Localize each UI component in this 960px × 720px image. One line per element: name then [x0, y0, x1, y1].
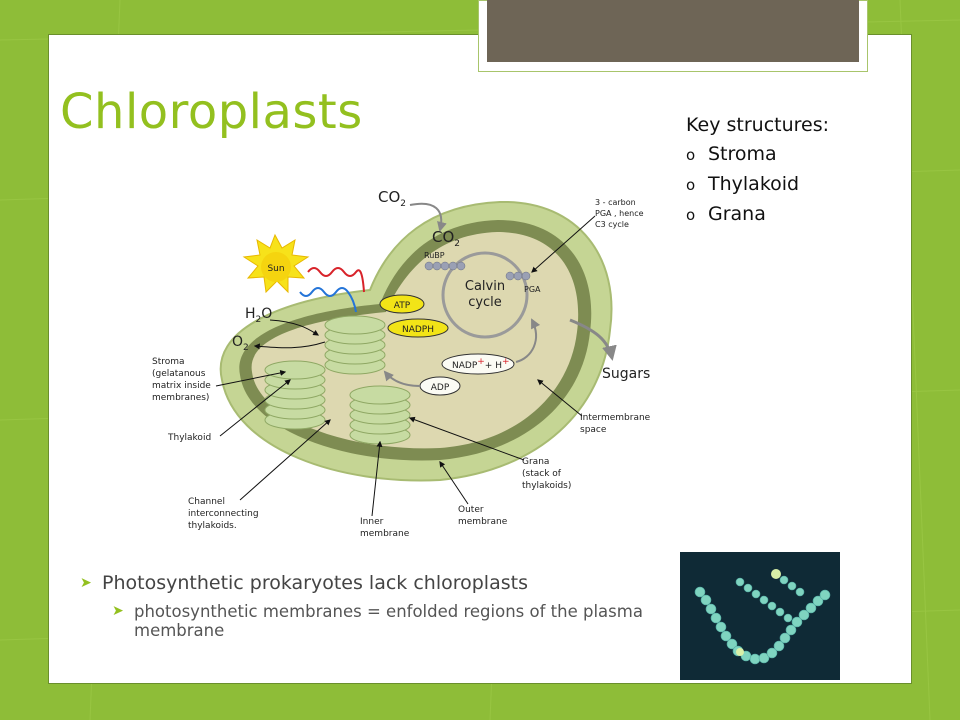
- nadph-badge: [387, 318, 449, 338]
- svg-text:interconnecting: interconnecting: [188, 509, 259, 519]
- svg-text:Stroma: Stroma: [152, 357, 185, 367]
- slide-tab-block: [487, 0, 859, 62]
- bullet-arrow-icon: ➤: [80, 575, 92, 591]
- sub-bullet-item: ➤ photosynthetic membranes = enfolded re…: [112, 602, 643, 640]
- thylakoid-label: Thylakoid: [167, 433, 211, 443]
- bullet-item: ➤ Photosynthetic prokaryotes lack chloro…: [80, 572, 528, 594]
- intermembrane-label: Intermembrane space: [580, 413, 651, 435]
- atp-badge: [379, 294, 425, 314]
- list-bullet: o: [686, 206, 696, 224]
- svg-text:Sun: Sun: [267, 264, 284, 274]
- svg-text:RuBP: RuBP: [424, 251, 445, 260]
- svg-text:thylakoids.: thylakoids.: [188, 521, 237, 531]
- blue-light-wave: [299, 287, 357, 313]
- svg-text:H2O: H2O: [245, 306, 272, 325]
- svg-text:cycle: cycle: [468, 295, 502, 310]
- bullet-list: ➤ Photosynthetic prokaryotes lack chloro…: [80, 570, 654, 640]
- svg-text:NADP++ H+: NADP++ H+: [452, 357, 510, 371]
- sun-icon: Sun: [242, 233, 310, 294]
- red-light-wave: [307, 267, 365, 293]
- pga-carbon-chain: [505, 271, 531, 281]
- svg-text:CO2: CO2: [432, 228, 460, 249]
- granum-stack: [324, 315, 386, 375]
- svg-text:PGA: PGA: [524, 285, 541, 294]
- svg-text:Sugars: Sugars: [602, 366, 650, 382]
- granum-stack: [349, 385, 411, 445]
- svg-text:Intermembrane: Intermembrane: [580, 413, 651, 423]
- list-bullet: o: [686, 146, 696, 164]
- svg-text:(gelatanous: (gelatanous: [152, 369, 206, 379]
- bullet-arrow-icon: ➤: [112, 603, 124, 619]
- c3-cycle-note: 3 - carbon PGA , hence C3 cycle: [595, 198, 644, 229]
- calvin-cycle-ring: [441, 251, 529, 339]
- svg-text:matrix inside: matrix inside: [152, 381, 211, 391]
- svg-text:membranes): membranes): [152, 393, 209, 403]
- outer-membrane-label: Outer membrane: [458, 505, 508, 527]
- granum-stack: [264, 360, 326, 430]
- svg-text:CO2: CO2: [378, 188, 406, 209]
- svg-text:membrane: membrane: [458, 517, 508, 527]
- svg-text:PGA , hence: PGA , hence: [595, 209, 644, 218]
- stroma-label: Stroma (gelatanous matrix inside membran…: [152, 357, 211, 403]
- grana-stacks: [264, 315, 411, 445]
- channel-label: Channel interconnecting thylakoids.: [188, 497, 259, 531]
- svg-text:Channel: Channel: [188, 497, 225, 507]
- svg-text:(stack of: (stack of: [522, 469, 562, 479]
- key-structures-heading: Key structures:: [686, 114, 830, 136]
- chloroplast-diagram: Sun H2O O2 CO2 CO2 Calvin cycle RuBP PGA…: [152, 188, 651, 539]
- nadp-badge: [441, 353, 515, 375]
- cyanobacteria-photo: [680, 552, 840, 680]
- svg-text:space: space: [580, 425, 607, 435]
- svg-text:thylakoids): thylakoids): [522, 481, 571, 491]
- inner-membrane-label: Inner membrane: [360, 517, 410, 539]
- svg-text:membrane: membrane: [360, 529, 410, 539]
- svg-text:C3 cycle: C3 cycle: [595, 220, 629, 229]
- svg-text:ATP: ATP: [394, 301, 411, 311]
- grana-label: Grana (stack of thylakoids): [522, 457, 571, 491]
- svg-text:Calvin: Calvin: [465, 279, 505, 294]
- svg-text:NADPH: NADPH: [402, 325, 434, 335]
- svg-text:Inner: Inner: [360, 517, 384, 527]
- svg-text:Grana: Grana: [522, 457, 549, 467]
- svg-text:3 - carbon: 3 - carbon: [595, 198, 636, 207]
- svg-text:ADP: ADP: [431, 383, 450, 393]
- list-bullet: o: [686, 176, 696, 194]
- svg-text:Outer: Outer: [458, 505, 484, 515]
- slide-title: Chloroplasts: [60, 84, 363, 140]
- svg-text:O2: O2: [232, 334, 249, 353]
- stroma-region: [251, 232, 579, 449]
- rubp-carbon-chain: [424, 261, 466, 271]
